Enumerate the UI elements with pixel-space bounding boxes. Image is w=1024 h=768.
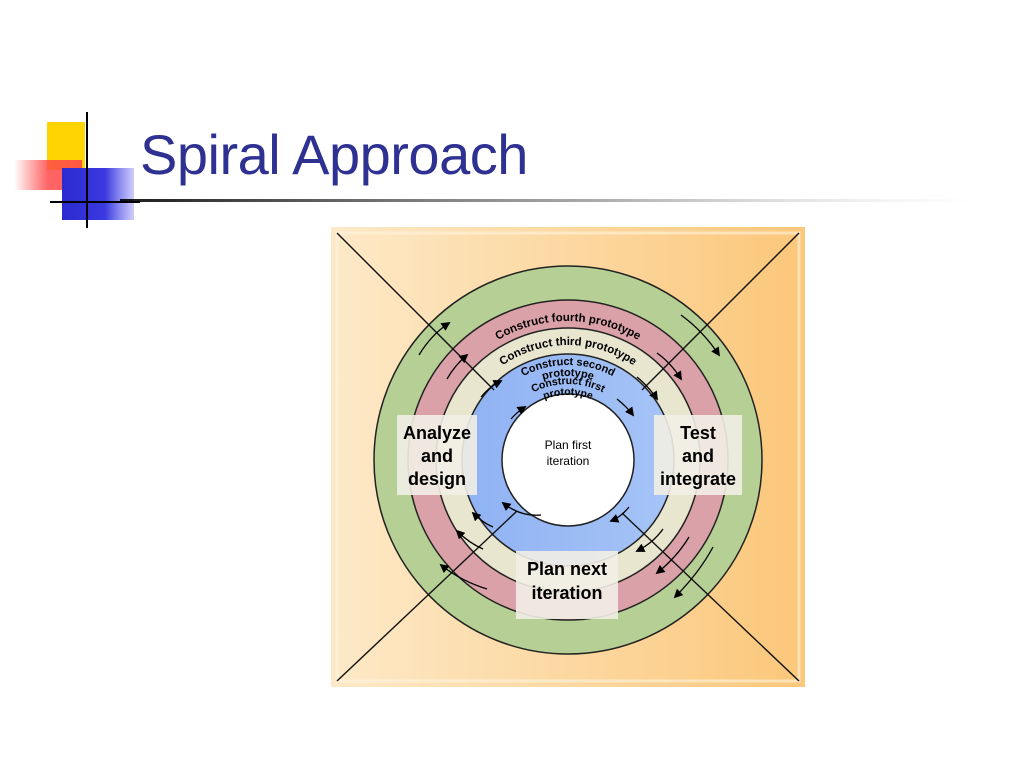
analyze-label-line3: design xyxy=(408,469,466,489)
title-underline xyxy=(120,199,980,202)
test-label-line2: and xyxy=(682,446,714,466)
test-label-line3: integrate xyxy=(660,469,736,489)
diagonal-line-tl xyxy=(336,232,495,391)
plan-next-label-line1: Plan next xyxy=(527,559,607,579)
slide-logo-icon xyxy=(14,112,140,228)
flow-arrows xyxy=(418,314,721,599)
plan-next-label-line2: iteration xyxy=(531,583,602,603)
analyze-label-line1: Analyze xyxy=(403,423,471,443)
spiral-diagram: Construct fourth prototype Construct thi… xyxy=(331,227,805,687)
analyze-label-line2: and xyxy=(421,446,453,466)
plan-next-box xyxy=(516,551,618,619)
analyze-box xyxy=(397,415,477,495)
center-circle xyxy=(501,393,635,527)
center-label-line2: iteration xyxy=(547,454,590,468)
center-label-line1: Plan first xyxy=(545,438,592,452)
test-box xyxy=(654,415,742,495)
diagonal-line-bl xyxy=(336,510,518,682)
ring-label-first-line2: prototype xyxy=(541,386,594,402)
test-label-line1: Test xyxy=(680,423,716,443)
ring-label-second-line2: prototype xyxy=(541,367,596,383)
page-title: Spiral Approach xyxy=(140,123,528,186)
diagonal-line-tr xyxy=(641,232,800,391)
